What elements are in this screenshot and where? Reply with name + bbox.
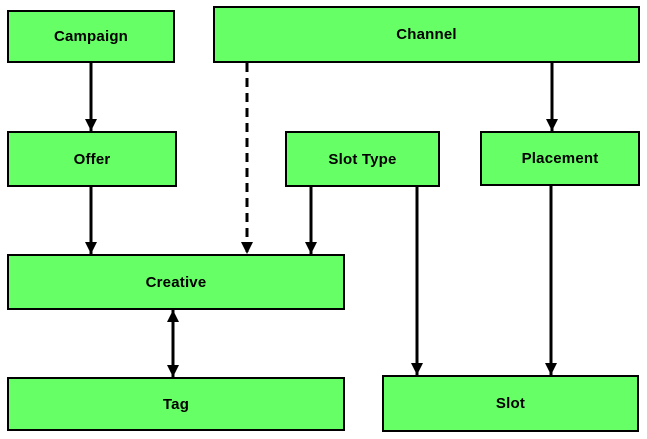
node-campaign: Campaign [7,10,175,63]
node-placement: Placement [480,131,640,186]
node-channel: Channel [213,6,640,63]
node-slot: Slot [382,375,639,432]
node-slot-type: Slot Type [285,131,440,187]
node-creative: Creative [7,254,345,310]
node-offer: Offer [7,131,177,187]
node-tag: Tag [7,377,345,431]
